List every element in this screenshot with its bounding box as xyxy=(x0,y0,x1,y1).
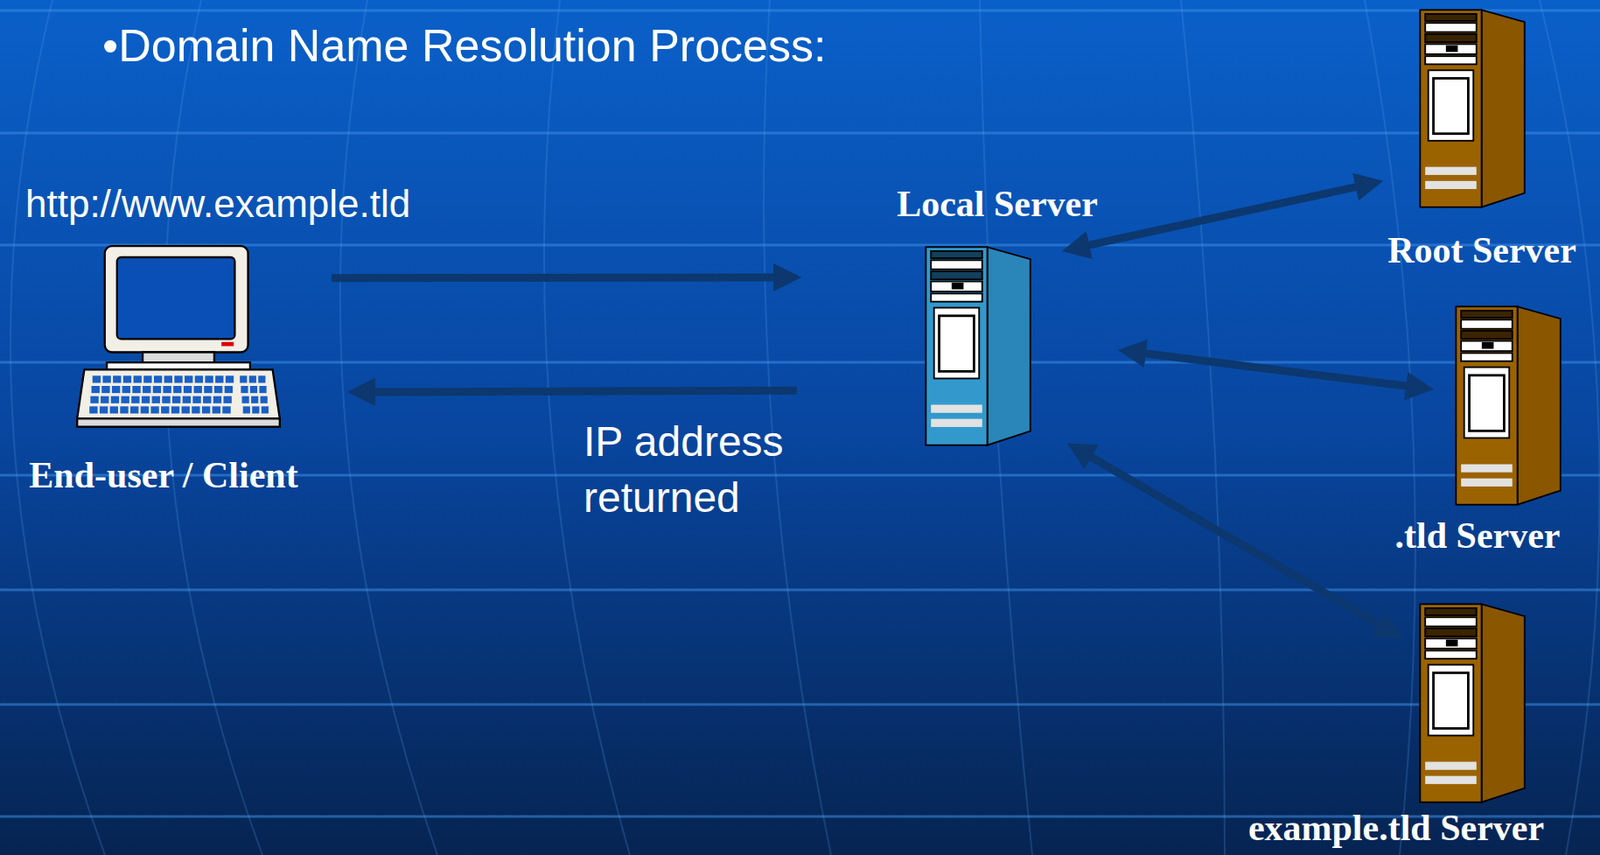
server-symbol xyxy=(1419,603,1524,802)
server-node: Local Server xyxy=(896,182,1098,448)
server-symbol xyxy=(925,246,1030,445)
computer-symbol xyxy=(76,245,280,427)
node-icon xyxy=(76,244,281,429)
node-label: Local Server xyxy=(896,182,1098,225)
node-label: example.tld Server xyxy=(1248,806,1545,849)
grid-lines xyxy=(0,10,1600,817)
node-icon xyxy=(1418,7,1526,210)
slide-title: •Domain Name Resolution Process: xyxy=(102,18,826,73)
node-label: .tld Server xyxy=(1395,514,1561,557)
node-label: Root Server xyxy=(1387,229,1577,272)
dns-query-arrow xyxy=(331,272,784,282)
dns-query-arrow xyxy=(1135,352,1417,388)
node-icon xyxy=(1453,304,1562,507)
node-label: End-user / Client xyxy=(28,454,298,497)
node-icon xyxy=(1418,601,1526,804)
url-label: http://www.example.tld xyxy=(25,181,411,227)
node-icon xyxy=(923,244,1032,448)
server-node: Root Server xyxy=(1387,7,1577,272)
globe-meridians xyxy=(10,0,1600,855)
server-node: example.tld Server xyxy=(1248,601,1545,849)
server-node: .tld Server xyxy=(1395,304,1562,557)
dns-query-arrow xyxy=(364,390,797,392)
dns-query-arrow xyxy=(1079,184,1367,248)
edge-label: IP address returned xyxy=(583,413,846,526)
server-symbol xyxy=(1419,9,1524,207)
client-node: End-user / Client xyxy=(28,244,298,497)
server-symbol xyxy=(1455,306,1560,504)
dns-query-arrow xyxy=(1082,451,1388,629)
